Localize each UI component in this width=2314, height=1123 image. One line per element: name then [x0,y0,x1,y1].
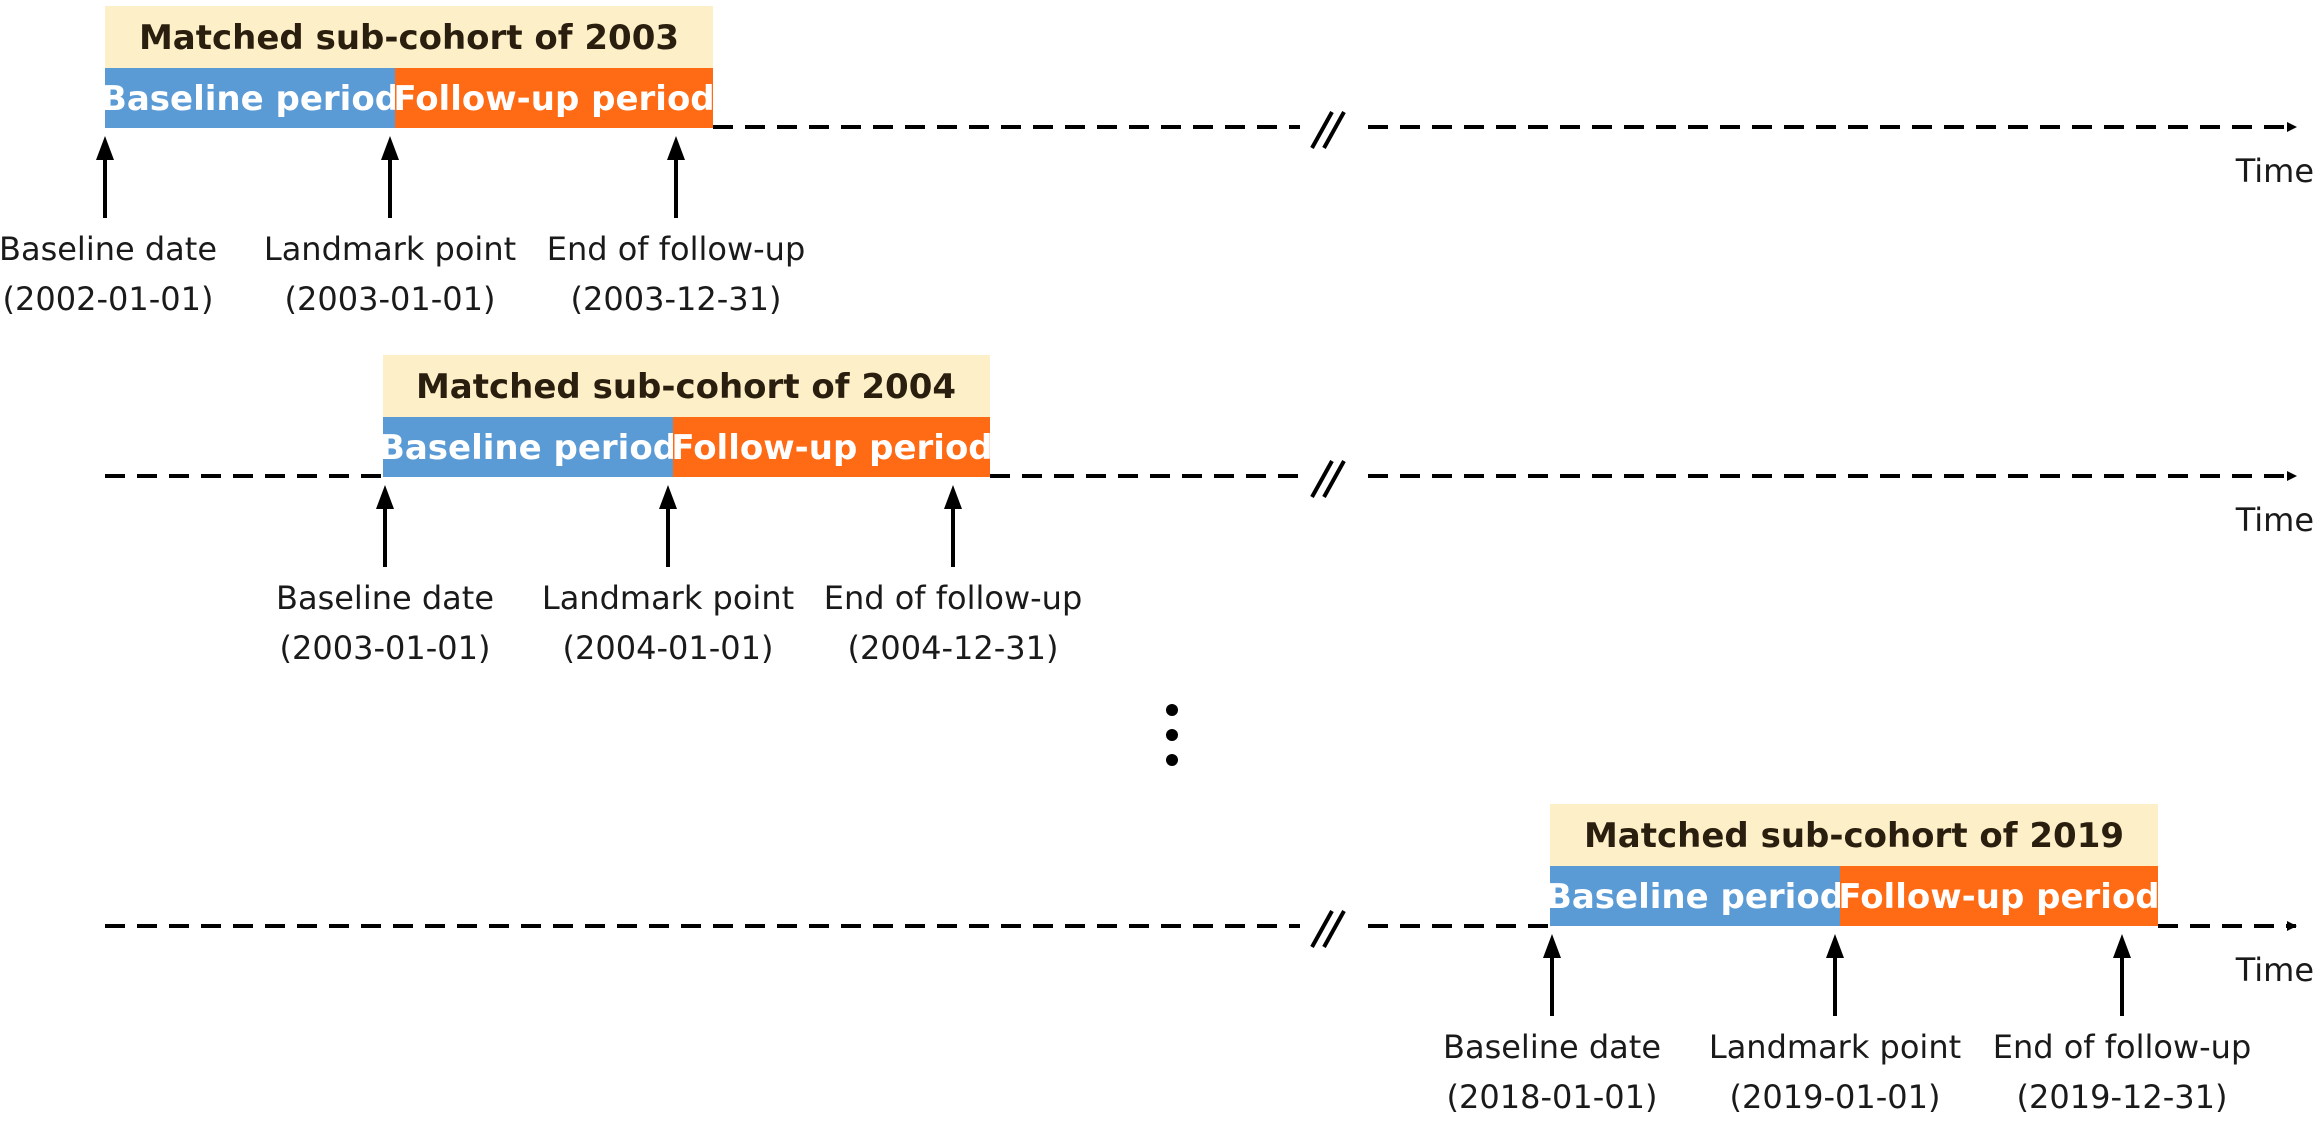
baseline-date-label: Baseline date [0,230,217,268]
baseline-date-arrow [376,485,394,567]
end-of-followup-arrow [2113,934,2131,1016]
landmark-point-arrow [381,136,399,218]
baseline-period-box [105,68,395,128]
landmark-point-value: (2019-01-01) [1730,1078,1941,1116]
followup-period-label: Follow-up period [393,79,714,119]
time-axis-label: Time [2235,152,2314,190]
baseline-date-arrow [1543,934,1561,1016]
axis-break-marker [1310,910,1346,948]
end-of-followup-label: End of follow-up [547,230,806,268]
end-of-followup-label: End of follow-up [1993,1028,2252,1066]
axis-break-marker [1310,460,1346,498]
end-of-followup-value: (2004-12-31) [848,629,1059,667]
baseline-date-value: (2003-01-01) [280,629,491,667]
landmark-point-label: Landmark point [1709,1028,1961,1066]
cohort-2019: Matched sub-cohort of 2019 Baseline peri… [105,804,2314,1116]
baseline-date-label: Baseline date [276,579,494,617]
end-of-followup-arrow [944,485,962,567]
followup-period-box [395,68,713,128]
cohort-title-box [383,355,990,417]
baseline-date-arrow [96,136,114,218]
cohort-title-box [105,6,713,68]
baseline-period-label: Baseline period [1546,877,1844,917]
followup-period-label: Follow-up period [671,428,992,468]
followup-period-box [673,417,990,477]
baseline-date-value: (2018-01-01) [1447,1078,1658,1116]
landmark-point-value: (2003-01-01) [285,280,496,318]
landmark-point-label: Landmark point [542,579,794,617]
cohort-title: Matched sub-cohort of 2003 [139,18,679,58]
landmark-point-label: Landmark point [264,230,516,268]
end-of-followup-arrow [667,136,685,218]
landmark-point-arrow [659,485,677,567]
baseline-period-label: Baseline period [101,79,399,119]
time-axis-label: Time [2235,501,2314,539]
ellipsis-dot [1166,704,1178,716]
ellipsis-dot [1166,754,1178,766]
cohort-2004: Matched sub-cohort of 2004 Baseline peri… [105,355,2314,667]
vertical-ellipsis [1166,704,1178,766]
baseline-period-box [383,417,673,477]
axis-break-marker [1310,111,1346,149]
baseline-date-label: Baseline date [1443,1028,1661,1066]
end-of-followup-label: End of follow-up [824,579,1083,617]
baseline-period-label: Baseline period [379,428,677,468]
end-of-followup-value: (2003-12-31) [571,280,782,318]
landmark-point-value: (2004-01-01) [563,629,774,667]
followup-period-label: Follow-up period [1838,877,2159,917]
time-axis-label: Time [2235,951,2314,989]
followup-period-box [1840,866,2158,926]
baseline-date-value: (2002-01-01) [3,280,214,318]
cohort-title: Matched sub-cohort of 2004 [416,367,956,407]
cohort-2003: Matched sub-cohort of 2003 Baseline peri… [0,6,2314,318]
ellipsis-dot [1166,729,1178,741]
cohort-title: Matched sub-cohort of 2019 [1584,816,2124,856]
landmark-point-arrow [1826,934,1844,1016]
end-of-followup-value: (2019-12-31) [2017,1078,2228,1116]
cohort-title-box [1550,804,2158,866]
baseline-period-box [1550,866,1840,926]
